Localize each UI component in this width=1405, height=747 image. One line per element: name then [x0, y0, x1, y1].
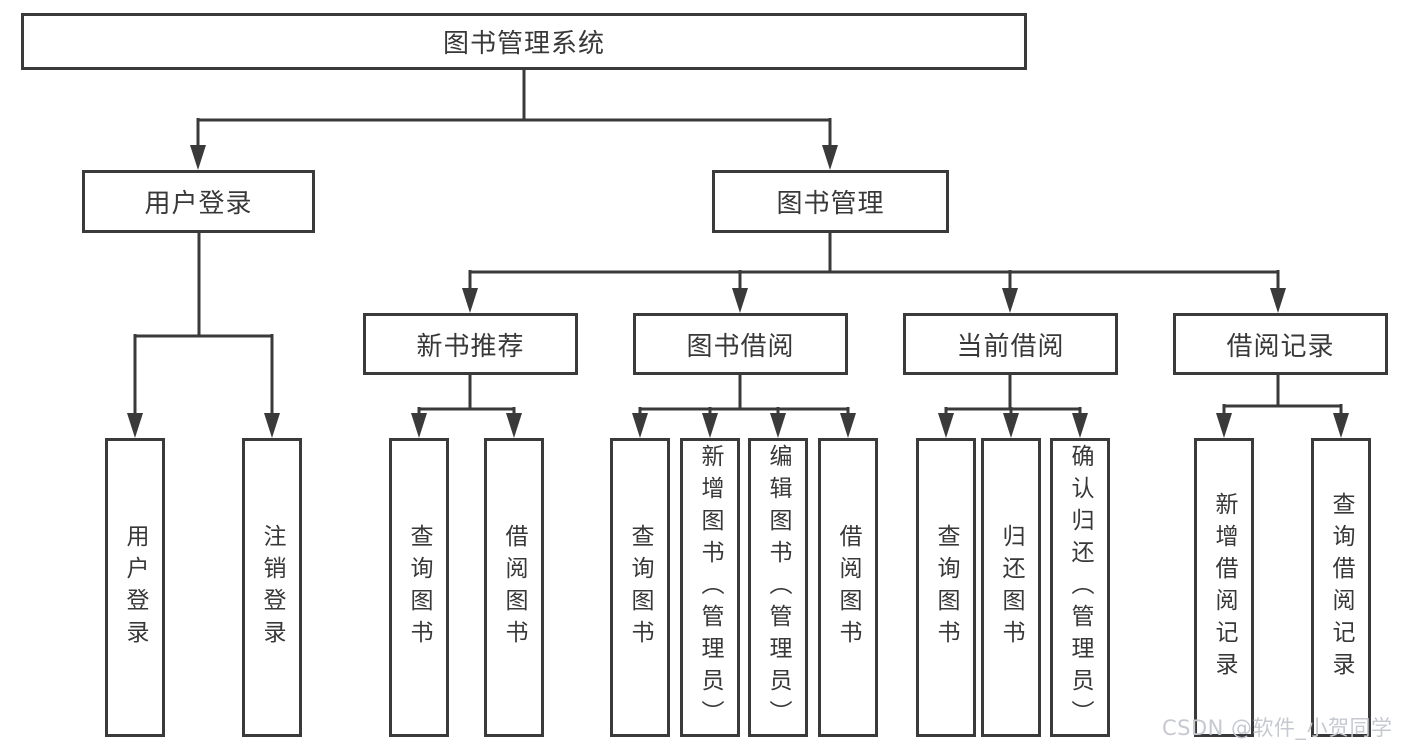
node-borrow-records: 借阅记录	[1173, 313, 1388, 375]
leaf-query-borrow-record: 查询借阅记录	[1311, 438, 1371, 737]
node-book-borrow: 图书借阅	[633, 313, 848, 375]
leaf-return-books: 归还图书	[981, 438, 1041, 737]
leaf-borrow-query-books-label: 查询图书	[627, 523, 653, 652]
leaf-confirm-return-admin: 确认归还（管理员）	[1050, 438, 1110, 737]
leaf-recommend-borrow-books: 借阅图书	[484, 438, 544, 737]
node-book-management: 图书管理	[712, 170, 949, 233]
leaf-add-borrow-record-label: 新增借阅记录	[1211, 491, 1237, 684]
node-book-management-label: 图书管理	[776, 189, 885, 219]
leaf-borrow-books-label: 借阅图书	[835, 523, 861, 652]
leaf-edit-books-admin: 编辑图书（管理员）	[748, 438, 808, 737]
leaf-return-books-label: 归还图书	[998, 523, 1024, 652]
leaf-current-query-books: 查询图书	[916, 438, 976, 737]
leaf-recommend-query-books: 查询图书	[389, 438, 449, 737]
node-borrow-records-label: 借阅记录	[1226, 331, 1335, 362]
leaf-current-query-books-label: 查询图书	[933, 523, 959, 652]
node-new-book-recommend: 新书推荐	[363, 313, 578, 375]
leaf-recommend-borrow-books-label: 借阅图书	[501, 523, 527, 652]
leaf-confirm-return-admin-label: 确认归还（管理员）	[1067, 443, 1093, 732]
leaf-add-books-admin-label: 新增图书（管理员）	[697, 443, 723, 732]
leaf-logout: 注销登录	[242, 438, 302, 737]
node-user-login: 用户登录	[82, 170, 315, 233]
leaf-user-login: 用户登录	[105, 438, 165, 737]
leaf-add-books-admin: 新增图书（管理员）	[680, 438, 740, 737]
node-current-borrow: 当前借阅	[903, 313, 1118, 375]
leaf-add-borrow-record: 新增借阅记录	[1194, 438, 1254, 737]
csdn-watermark: CSDN @软件_小贺同学	[1162, 716, 1393, 740]
leaf-logout-label: 注销登录	[259, 523, 285, 652]
leaf-edit-books-admin-label: 编辑图书（管理员）	[765, 443, 791, 732]
leaf-user-login-label: 用户登录	[122, 523, 148, 652]
node-book-borrow-label: 图书借阅	[686, 331, 795, 362]
node-new-book-recommend-label: 新书推荐	[416, 331, 525, 362]
arrowheads	[127, 145, 1349, 438]
leaf-recommend-query-books-label: 查询图书	[406, 523, 432, 652]
leaf-query-borrow-record-label: 查询借阅记录	[1328, 491, 1354, 684]
leaf-borrow-query-books: 查询图书	[610, 438, 670, 737]
node-current-borrow-label: 当前借阅	[956, 331, 1065, 362]
node-user-login-label: 用户登录	[144, 189, 253, 219]
leaf-borrow-books: 借阅图书	[818, 438, 878, 737]
node-library-system: 图书管理系统	[21, 13, 1027, 70]
node-library-system-label: 图书管理系统	[442, 29, 605, 59]
